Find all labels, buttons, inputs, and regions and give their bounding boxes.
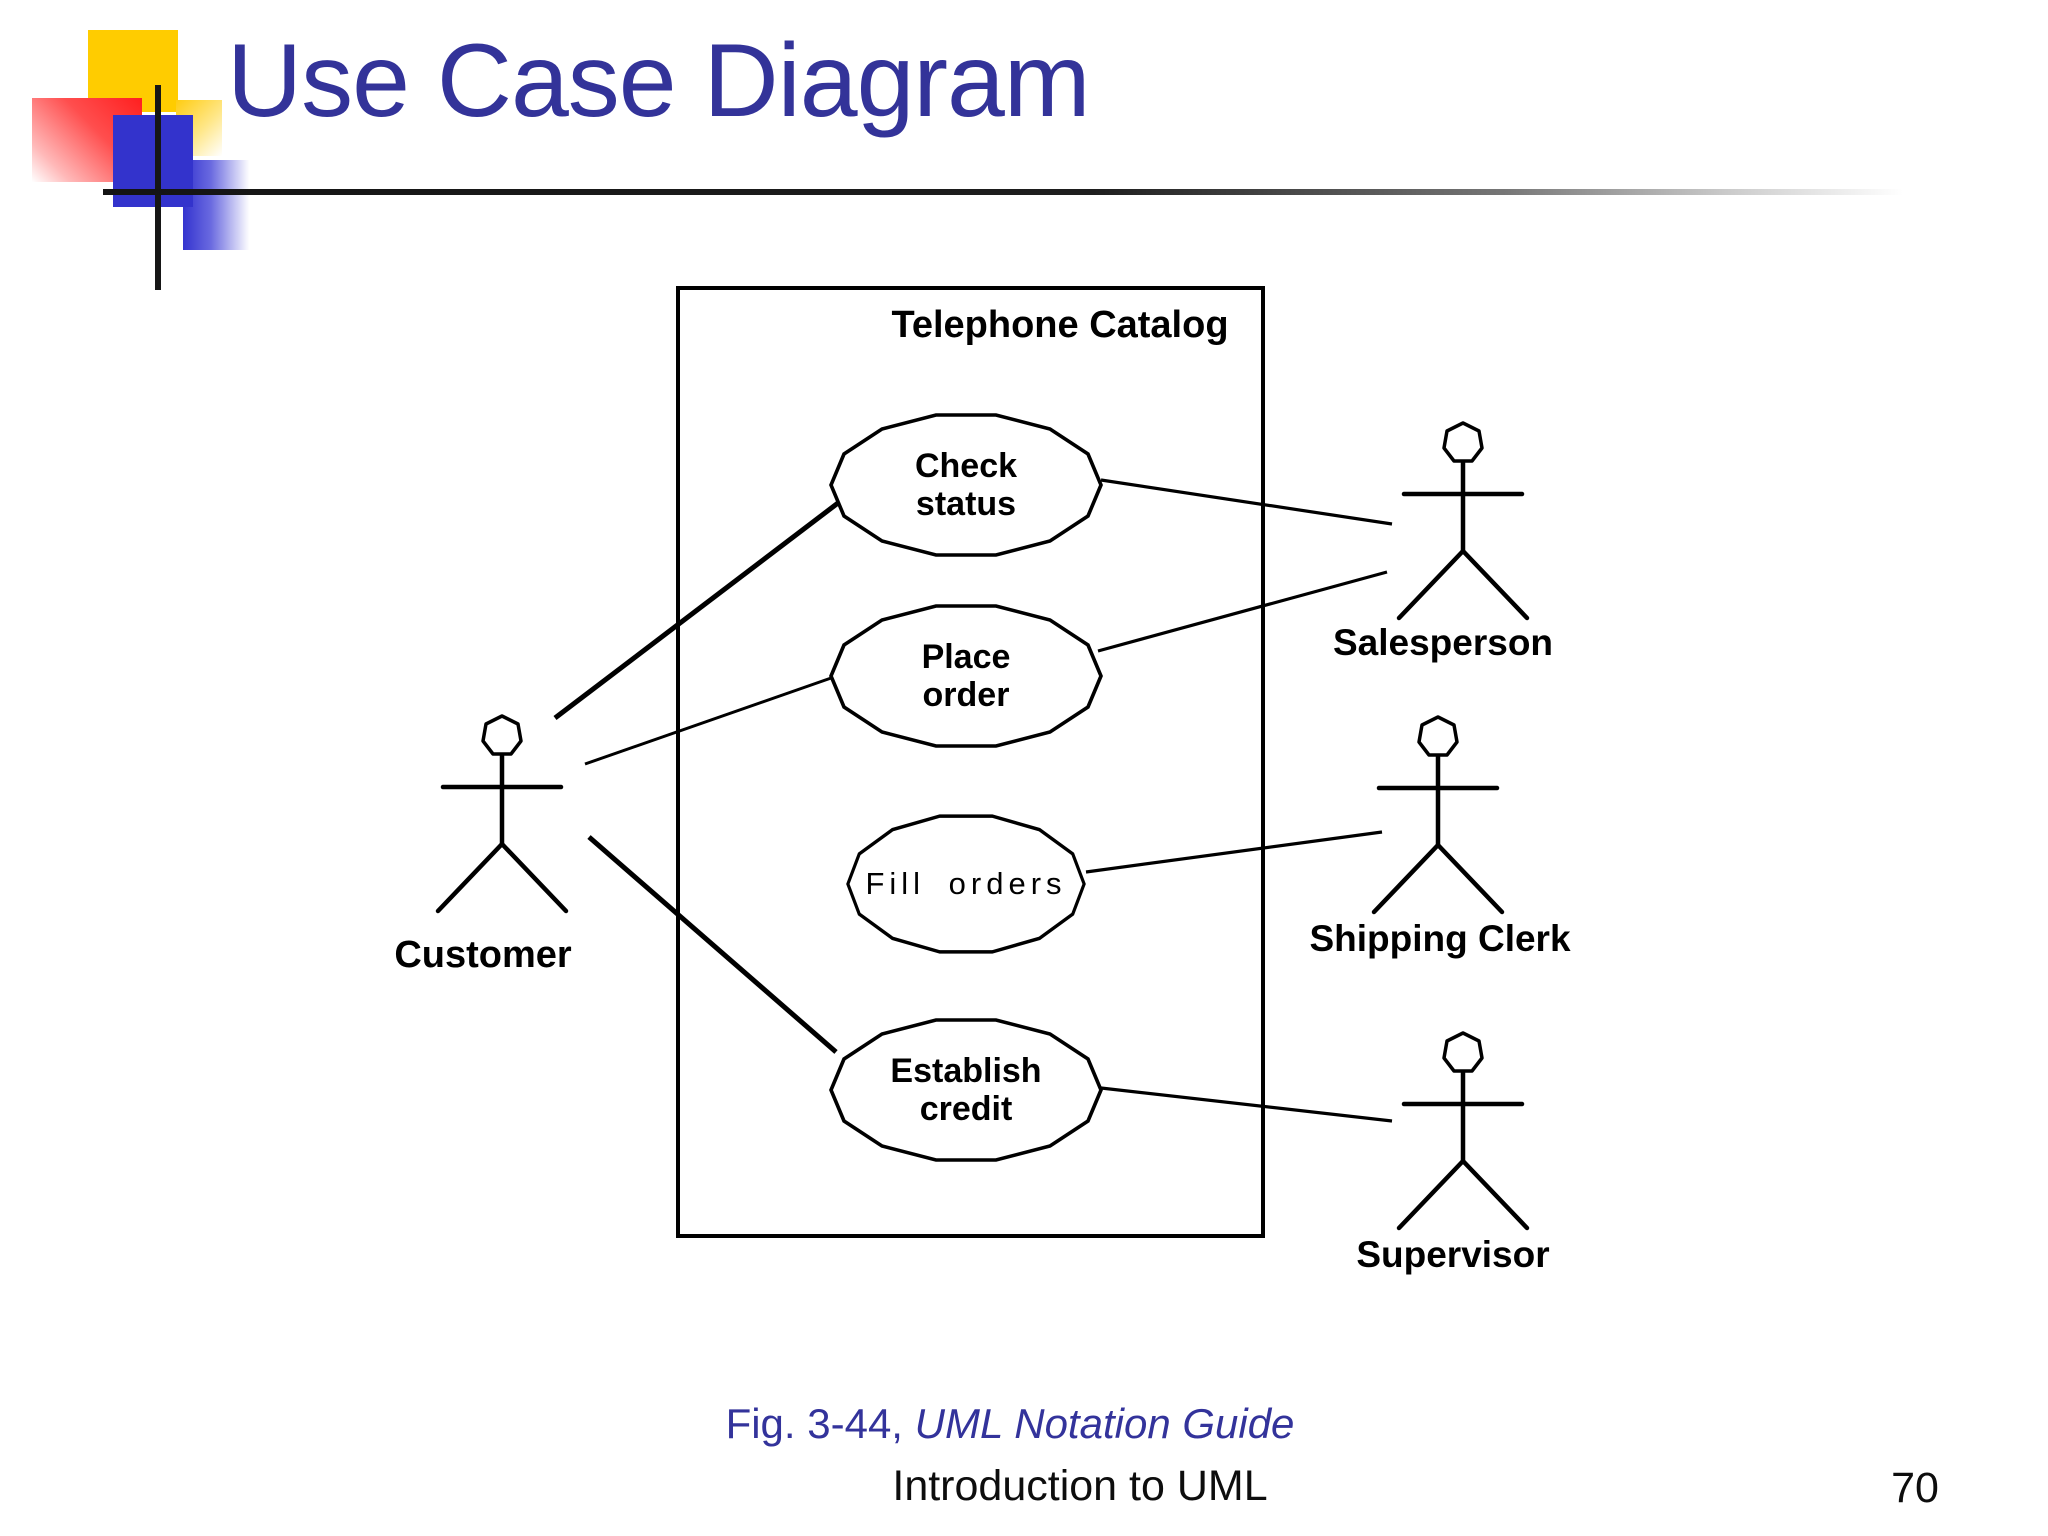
use-case-label-line: Fill orders (865, 866, 1067, 901)
actor-label-salesperson: Salesperson (1332, 622, 1554, 663)
association-fill-orders-shipping-clerk (1085, 830, 1383, 874)
actor-label-supervisor: Supervisor (1356, 1234, 1550, 1275)
page-number: 70 (1891, 1464, 1939, 1512)
actor-customer-figure (438, 716, 566, 911)
use-case-label-line: status (915, 485, 1017, 523)
actor-supervisor-figure (1399, 1033, 1527, 1228)
actor-salesperson-figure (1399, 423, 1527, 618)
use-case-label-establish-credit: Establish credit (816, 1030, 1116, 1150)
decoration-blue-fade-square (183, 160, 253, 250)
association-place-order-salesperson (1097, 570, 1388, 653)
association-check-status-salesperson (1100, 478, 1393, 526)
system-boundary-label: Telephone Catalog (891, 304, 1229, 346)
use-case-label-line: Place (921, 638, 1011, 676)
decoration-vertical-line (155, 85, 161, 290)
title-underline-rule (103, 189, 1903, 195)
use-case-label-line: Check (914, 447, 1018, 485)
actor-shipping-clerk-figure (1374, 717, 1502, 912)
figure-caption-source: UML Notation Guide (914, 1400, 1295, 1447)
actor-label-customer: Customer (394, 934, 572, 976)
actor-label-shipping-clerk: Shipping Clerk (1309, 918, 1571, 959)
figure-caption: Fig. 3-44, UML Notation Guide (510, 1400, 1510, 1448)
page-title: Use Case Diagram (227, 23, 1091, 139)
figure-caption-prefix: Fig. 3-44, (725, 1400, 915, 1447)
use-case-label-check-status: Check status (816, 425, 1116, 545)
association-establish-credit-supervisor (1100, 1086, 1393, 1123)
footer-text: Introduction to UML (892, 1462, 1268, 1510)
use-case-label-fill-orders: Fill orders (816, 824, 1116, 944)
use-case-label-place-order: Place order (816, 616, 1116, 736)
association-customer-place-order (584, 675, 835, 766)
use-case-label-line: order (922, 676, 1010, 714)
association-customer-check-status (553, 501, 840, 720)
use-case-label-line: Establish (890, 1052, 1042, 1090)
use-case-label-line: credit (919, 1090, 1013, 1128)
association-customer-establish-credit (587, 835, 838, 1054)
